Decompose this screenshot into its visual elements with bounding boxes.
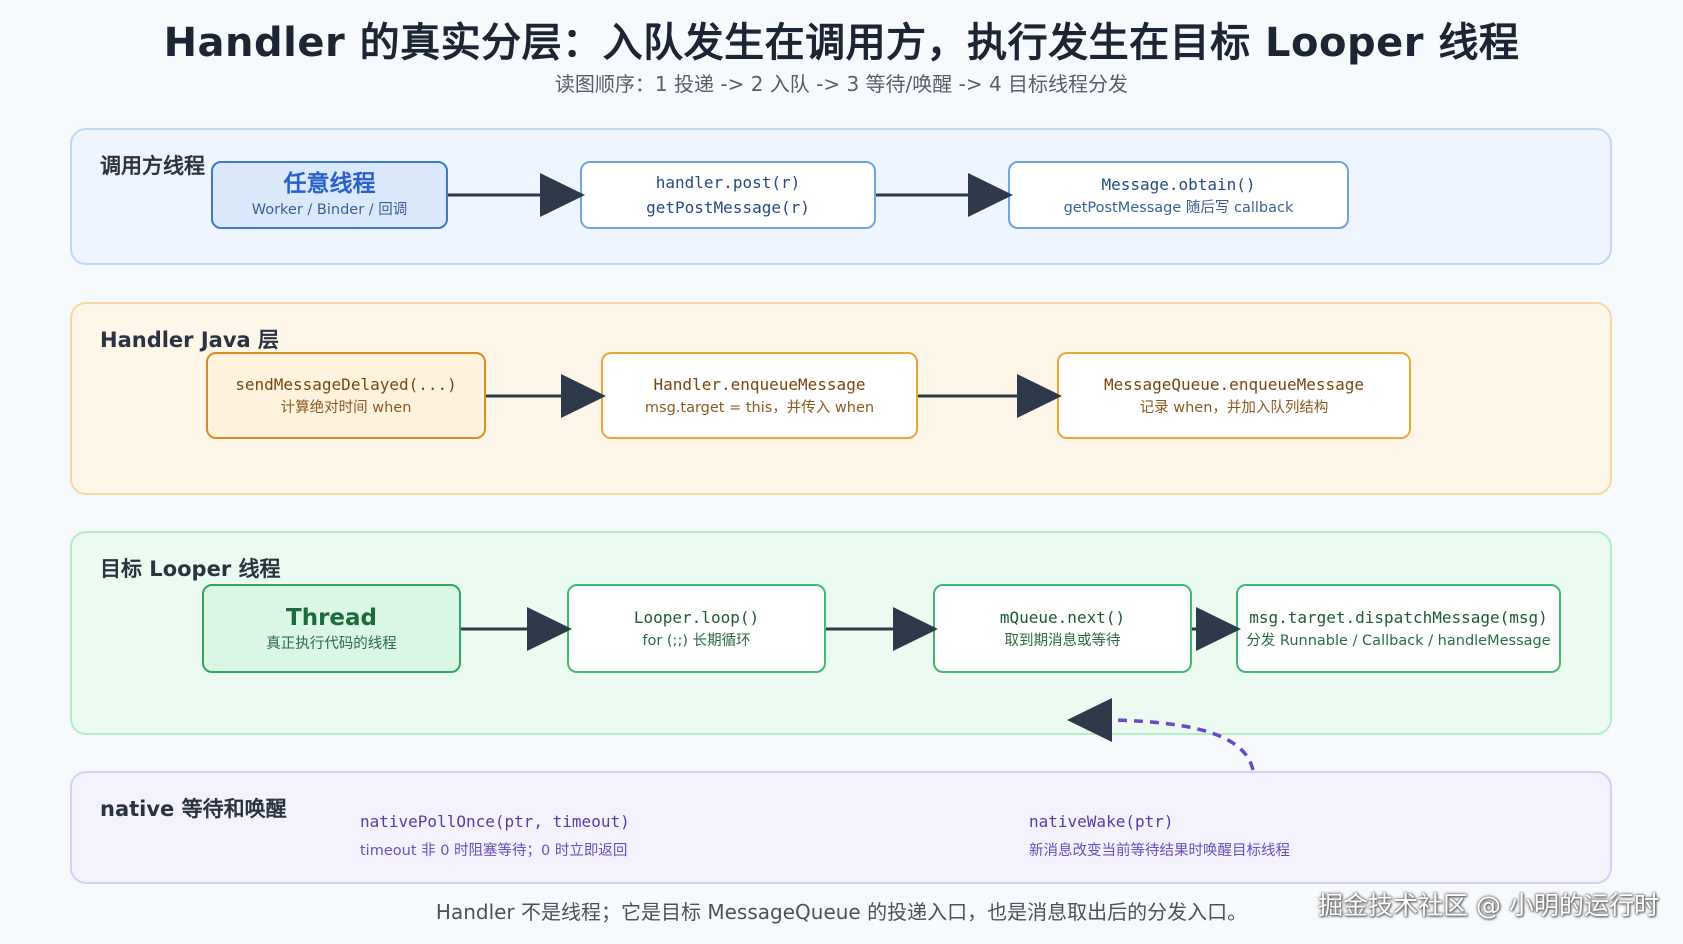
lane-java-label: Handler Java 层 [100, 328, 279, 352]
node-message-obtain-title: Message.obtain() [1101, 174, 1256, 194]
page-subtitle: 读图顺序：1 投递 -> 2 入队 -> 3 等待/唤醒 -> 4 目标线程分发 [554, 72, 1129, 96]
node-queue-next-title: mQueue.next() [999, 608, 1126, 627]
node-looper-loop-desc: for (;;) 长期循环 [642, 633, 751, 649]
node-thread-title: Thread [286, 604, 377, 631]
node-queue-enqueue-desc: 记录 when，并加入队列结构 [1139, 400, 1329, 416]
node-send-message-delayed: sendMessageDelayed(...) 计算绝对时间 when [206, 352, 486, 439]
native-poll-once-desc: timeout 非 0 时阻塞等待；0 时立即返回 [360, 843, 628, 859]
arrow-head-1 [540, 173, 585, 217]
lane-native-label: native 等待和唤醒 [100, 797, 287, 821]
node-message-obtain-desc: getPostMessage 随后写 callback [1063, 199, 1294, 216]
arrow-head-3 [561, 374, 606, 418]
arrow-head-5 [527, 607, 572, 651]
node-any-thread: 任意线程 Worker / Binder / 回调 [211, 161, 448, 229]
node-handler-enqueue-title: Handler.enqueueMessage [653, 375, 866, 394]
node-send-message-delayed-desc: 计算绝对时间 when [280, 400, 412, 416]
lane-native [70, 771, 1612, 884]
node-thread: Thread 真正执行代码的线程 [202, 584, 461, 673]
native-poll-once-title: nativePollOnce(ptr, timeout) [360, 812, 630, 831]
node-queue-next-desc: 取到期消息或等待 [1004, 633, 1121, 649]
arrow-head-6 [893, 607, 938, 651]
lane-looper-label: 目标 Looper 线程 [100, 557, 281, 581]
node-looper-loop: Looper.loop() for (;;) 长期循环 [567, 584, 826, 673]
node-dispatch-message-desc: 分发 Runnable / Callback / handleMessage [1246, 633, 1551, 649]
arrow-head-7 [1196, 607, 1241, 651]
native-wake-title: nativeWake(ptr) [1029, 812, 1174, 831]
node-handler-enqueue: Handler.enqueueMessage msg.target = this… [601, 352, 918, 439]
node-message-obtain: Message.obtain() getPostMessage 随后写 call… [1008, 161, 1349, 229]
node-thread-desc: 真正执行代码的线程 [266, 635, 397, 652]
page-title: Handler 的真实分层：入队发生在调用方，执行发生在目标 Looper 线程 [163, 20, 1520, 66]
node-any-thread-title: 任意线程 [283, 171, 376, 197]
wake-dashed-arrow [1111, 718, 1255, 771]
node-handler-post-line1: handler.post(r) [655, 173, 801, 192]
watermark: 掘金技术社区 @ 小明的运行时 [1318, 891, 1659, 920]
node-queue-next: mQueue.next() 取到期消息或等待 [933, 584, 1192, 673]
node-dispatch-message-title: msg.target.dispatchMessage(msg) [1249, 608, 1548, 627]
footer-note: Handler 不是线程；它是目标 MessageQueue 的投递入口，也是消… [435, 900, 1248, 924]
wake-arrow-head [1067, 698, 1112, 742]
node-looper-loop-title: Looper.loop() [633, 608, 760, 627]
arrow-head-2 [968, 173, 1013, 217]
node-handler-post: handler.post(r) getPostMessage(r) [580, 161, 876, 229]
node-handler-enqueue-desc: msg.target = this，并传入 when [644, 400, 875, 416]
native-wake-desc: 新消息改变当前等待结果时唤醒目标线程 [1029, 843, 1290, 859]
node-dispatch-message: msg.target.dispatchMessage(msg) 分发 Runna… [1236, 584, 1561, 673]
arrow-head-4 [1017, 374, 1062, 418]
node-queue-enqueue: MessageQueue.enqueueMessage 记录 when，并加入队… [1057, 352, 1411, 439]
node-send-message-delayed-title: sendMessageDelayed(...) [235, 375, 457, 394]
lane-caller-label: 调用方线程 [100, 154, 205, 178]
node-queue-enqueue-title: MessageQueue.enqueueMessage [1103, 375, 1365, 394]
node-any-thread-desc: Worker / Binder / 回调 [251, 202, 408, 218]
node-handler-post-line2: getPostMessage(r) [646, 198, 810, 217]
